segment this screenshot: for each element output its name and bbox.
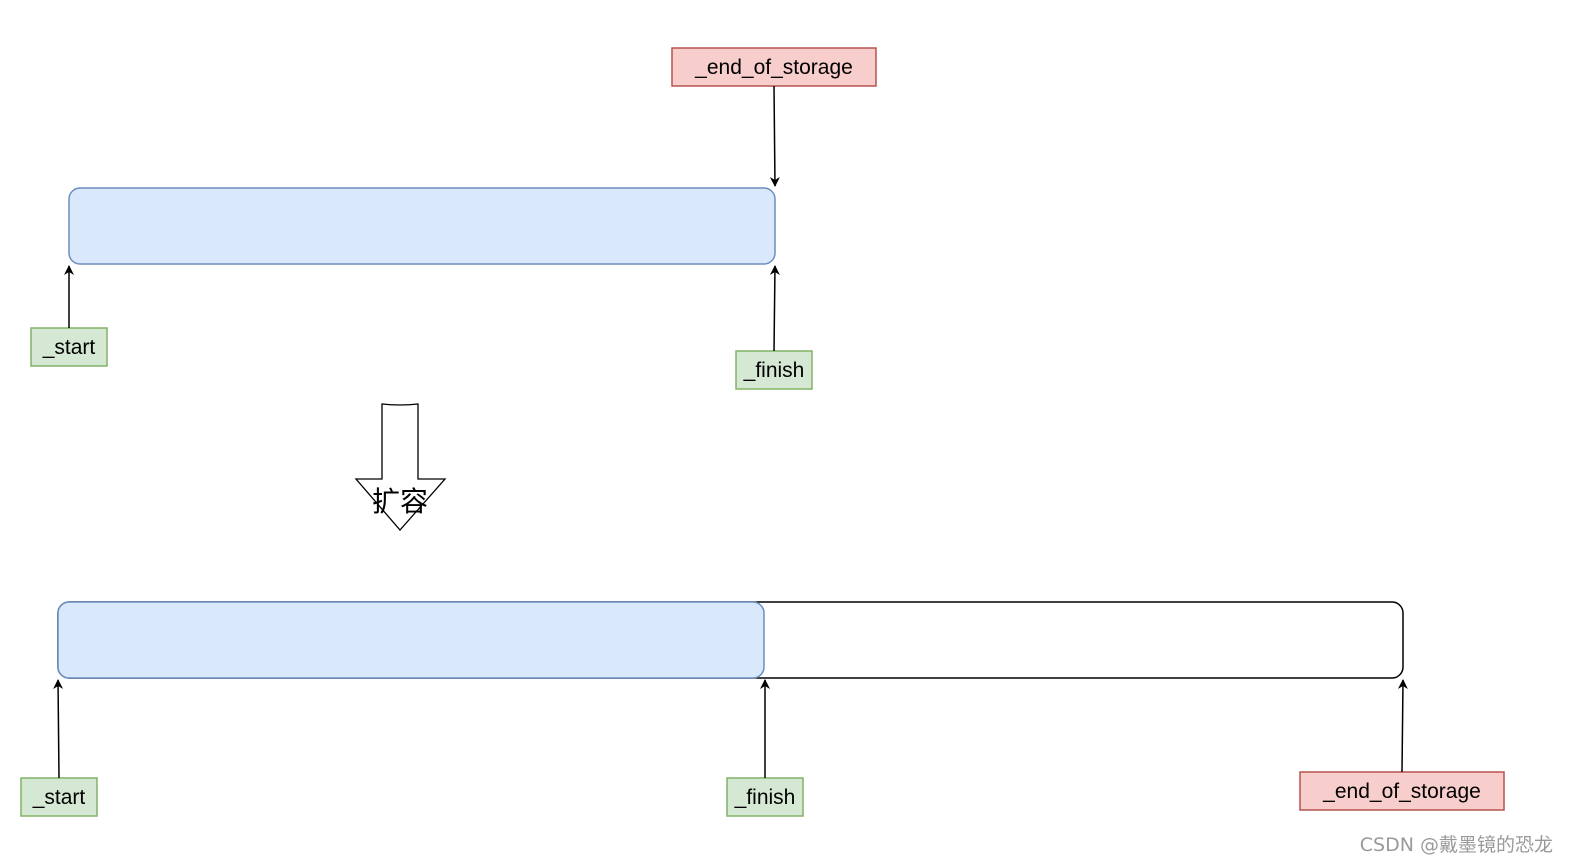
before-finish-arrow: [769, 265, 780, 352]
after-expansion-group: _start _finish _end_of_storage: [20, 601, 1505, 817]
expansion-label: 扩容: [372, 485, 428, 518]
before-start-label: _start: [30, 327, 108, 367]
after-finish-box: [726, 777, 804, 817]
before-end-of-storage-label: _end_of_storage: [671, 47, 877, 87]
after-end-of-storage-box: [1299, 771, 1505, 811]
before-expansion-group: _end_of_storage _start _finish: [30, 47, 877, 390]
down-block-arrow-icon: [354, 403, 447, 531]
after-used-storage-block: [57, 601, 765, 679]
before-end-of-storage-arrow: [769, 85, 780, 187]
before-finish-label: _finish: [735, 350, 813, 390]
after-end-of-storage-label: _end_of_storage: [1299, 771, 1505, 811]
after-start-text: _start: [32, 786, 86, 809]
before-used-storage-block: [68, 187, 776, 265]
after-end-of-storage-arrow: [1397, 679, 1408, 773]
after-start-arrow: [53, 679, 64, 779]
after-finish-text: _finish: [734, 786, 796, 809]
watermark: CSDN @戴墨镜的恐龙: [1359, 834, 1553, 856]
before-end-of-storage-box: [671, 47, 877, 87]
before-finish-text: _finish: [743, 359, 805, 382]
before-start-text: _start: [42, 336, 96, 359]
expansion-transition: 扩容: [354, 403, 447, 531]
before-end-of-storage-text: _end_of_storage: [694, 56, 853, 79]
after-finish-label: _finish: [726, 777, 804, 817]
after-end-of-storage-text: _end_of_storage: [1322, 780, 1481, 803]
before-start-box: [30, 327, 108, 367]
after-start-label: _start: [20, 777, 98, 817]
